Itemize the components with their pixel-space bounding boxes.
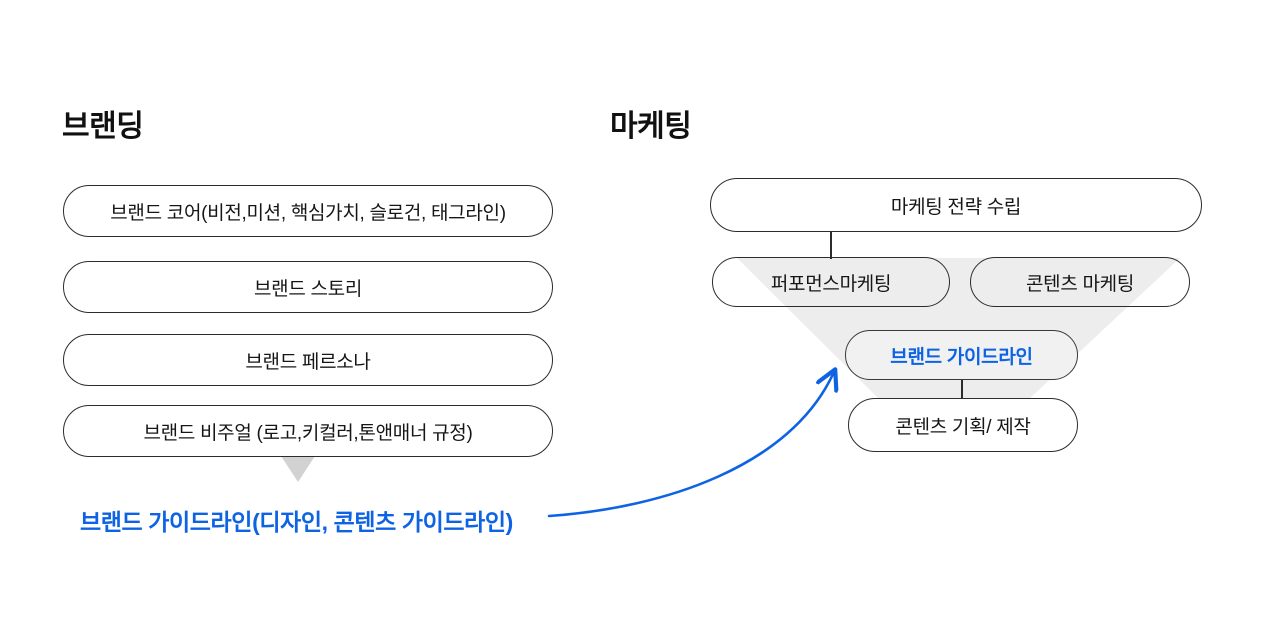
- branding-pill-brand-persona: 브랜드 페르소나: [63, 334, 553, 386]
- branding-pill-brand-story: 브랜드 스토리: [63, 261, 553, 313]
- callout-to-guideline-arrow: [547, 374, 833, 518]
- content-production-pill: 콘텐츠 기획/ 제작: [848, 398, 1078, 452]
- branding-pill-brand-visual: 브랜드 비주얼 (로고,키컬러,톤앤매너 규정): [63, 405, 553, 457]
- content-marketing-pill: 콘텐츠 마케팅: [970, 257, 1190, 307]
- brand-guideline-pill: 브랜드 가이드라인: [845, 330, 1078, 380]
- down-triangle-icon: [281, 456, 315, 482]
- performance-marketing-pill: 퍼포먼스마케팅: [712, 257, 950, 307]
- marketing-strategy-pill: 마케팅 전략 수립: [710, 178, 1202, 232]
- branding-guideline-callout: 브랜드 가이드라인(디자인, 콘텐츠 가이드라인): [80, 509, 513, 535]
- marketing-title: 마케팅: [610, 110, 692, 143]
- branding-pill-brand-core: 브랜드 코어(비전,미션, 핵심가치, 슬로건, 태그라인): [63, 185, 553, 237]
- funnel-shape: [737, 258, 1180, 400]
- branding-title: 브랜딩: [62, 110, 144, 143]
